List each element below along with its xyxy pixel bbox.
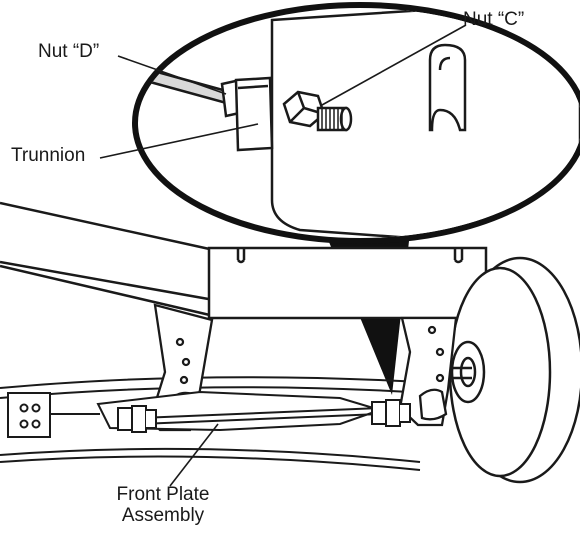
leader-nut-d (117, 55, 227, 95)
support-rails (0, 376, 421, 471)
leader-nut-c (321, 24, 467, 106)
leader-lines (99, 24, 467, 487)
label-nut-c: Nut “C” (463, 9, 525, 30)
left-mount-block (7, 392, 100, 438)
label-front-plate-line2: Assembly (121, 504, 205, 526)
threaded-bolt (316, 106, 353, 132)
zoom-detail (132, 2, 580, 244)
front-wheel (430, 256, 580, 484)
leader-trunnion (99, 123, 259, 159)
mower-deck (0, 201, 488, 320)
label-nut-d: Nut “D” (38, 41, 100, 62)
right-bracket (398, 316, 458, 427)
label-front-plate-line1: Front Plate (116, 484, 210, 505)
label-front-plate-assembly: Front Plate Assembly (98, 484, 228, 527)
leader-front-plate (169, 423, 219, 487)
label-trunnion: Trunnion (11, 145, 86, 166)
front-plate-assembly (96, 390, 411, 433)
